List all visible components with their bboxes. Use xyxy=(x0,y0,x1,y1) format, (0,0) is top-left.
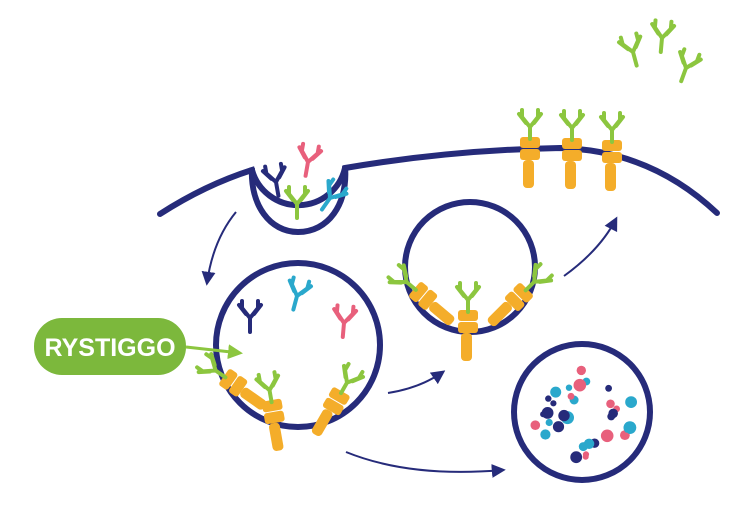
antibody-icon xyxy=(650,18,677,54)
degraded-particle xyxy=(567,392,575,400)
degraded-particle xyxy=(565,384,573,391)
molecules-layer xyxy=(195,18,703,451)
fcrn-receptor-icon xyxy=(487,262,554,327)
degraded-particle xyxy=(552,421,565,433)
degraded-particle xyxy=(623,421,637,434)
fcrn-receptor-icon xyxy=(559,109,585,189)
degraded-particle xyxy=(550,386,562,398)
degraded-particle xyxy=(541,407,554,419)
degraded-particle xyxy=(573,378,587,392)
lysosome-particles xyxy=(530,365,637,464)
arrow-to-recycling xyxy=(387,370,446,394)
degraded-particle xyxy=(550,400,557,407)
degraded-particle xyxy=(583,438,595,449)
arrow-drug-entry xyxy=(185,344,243,360)
fcrn-receptor-icon xyxy=(254,370,285,451)
degraded-particle xyxy=(582,453,589,460)
fcrn-receptor-icon xyxy=(311,361,366,437)
antibody-icon xyxy=(678,47,703,84)
fcrn-receptor-icon xyxy=(517,108,543,188)
antibody-icon xyxy=(297,141,324,178)
degraded-particle xyxy=(545,418,553,427)
degraded-particle xyxy=(622,432,630,440)
degraded-particle xyxy=(625,396,637,408)
fcrn-receptor-icon xyxy=(599,111,625,191)
degraded-particle xyxy=(540,429,551,440)
endosome-vesicle xyxy=(213,260,383,430)
fcrn-receptor-icon xyxy=(195,352,267,410)
degraded-particle xyxy=(558,409,570,422)
fcrn-receptor-icon xyxy=(455,281,481,361)
degraded-particle xyxy=(530,420,541,431)
antibody-icon xyxy=(237,299,263,334)
degraded-particle xyxy=(545,395,552,402)
degraded-particle xyxy=(576,365,586,376)
cell-membrane xyxy=(157,144,720,217)
degraded-particle xyxy=(600,429,614,443)
arrow-to-surface xyxy=(563,216,618,277)
antibody-icon xyxy=(287,275,313,312)
antibody-icon xyxy=(617,31,643,68)
rystiggo-label: RYSTIGGO xyxy=(34,318,186,375)
arrow-to-lysosome xyxy=(345,451,506,478)
antibody-icon xyxy=(284,185,310,220)
rystiggo-label-text: RYSTIGGO xyxy=(44,334,175,362)
degraded-particle xyxy=(570,451,583,464)
antibody-icon xyxy=(319,177,349,212)
antibody-icon xyxy=(260,161,287,198)
degraded-particle xyxy=(606,399,615,409)
degraded-particle xyxy=(608,408,618,419)
arrow-internalization xyxy=(201,211,237,286)
lysosome xyxy=(511,341,653,483)
antibody-icon xyxy=(332,303,359,339)
degraded-particle xyxy=(605,384,612,392)
fcrn-receptor-icon xyxy=(386,263,455,326)
